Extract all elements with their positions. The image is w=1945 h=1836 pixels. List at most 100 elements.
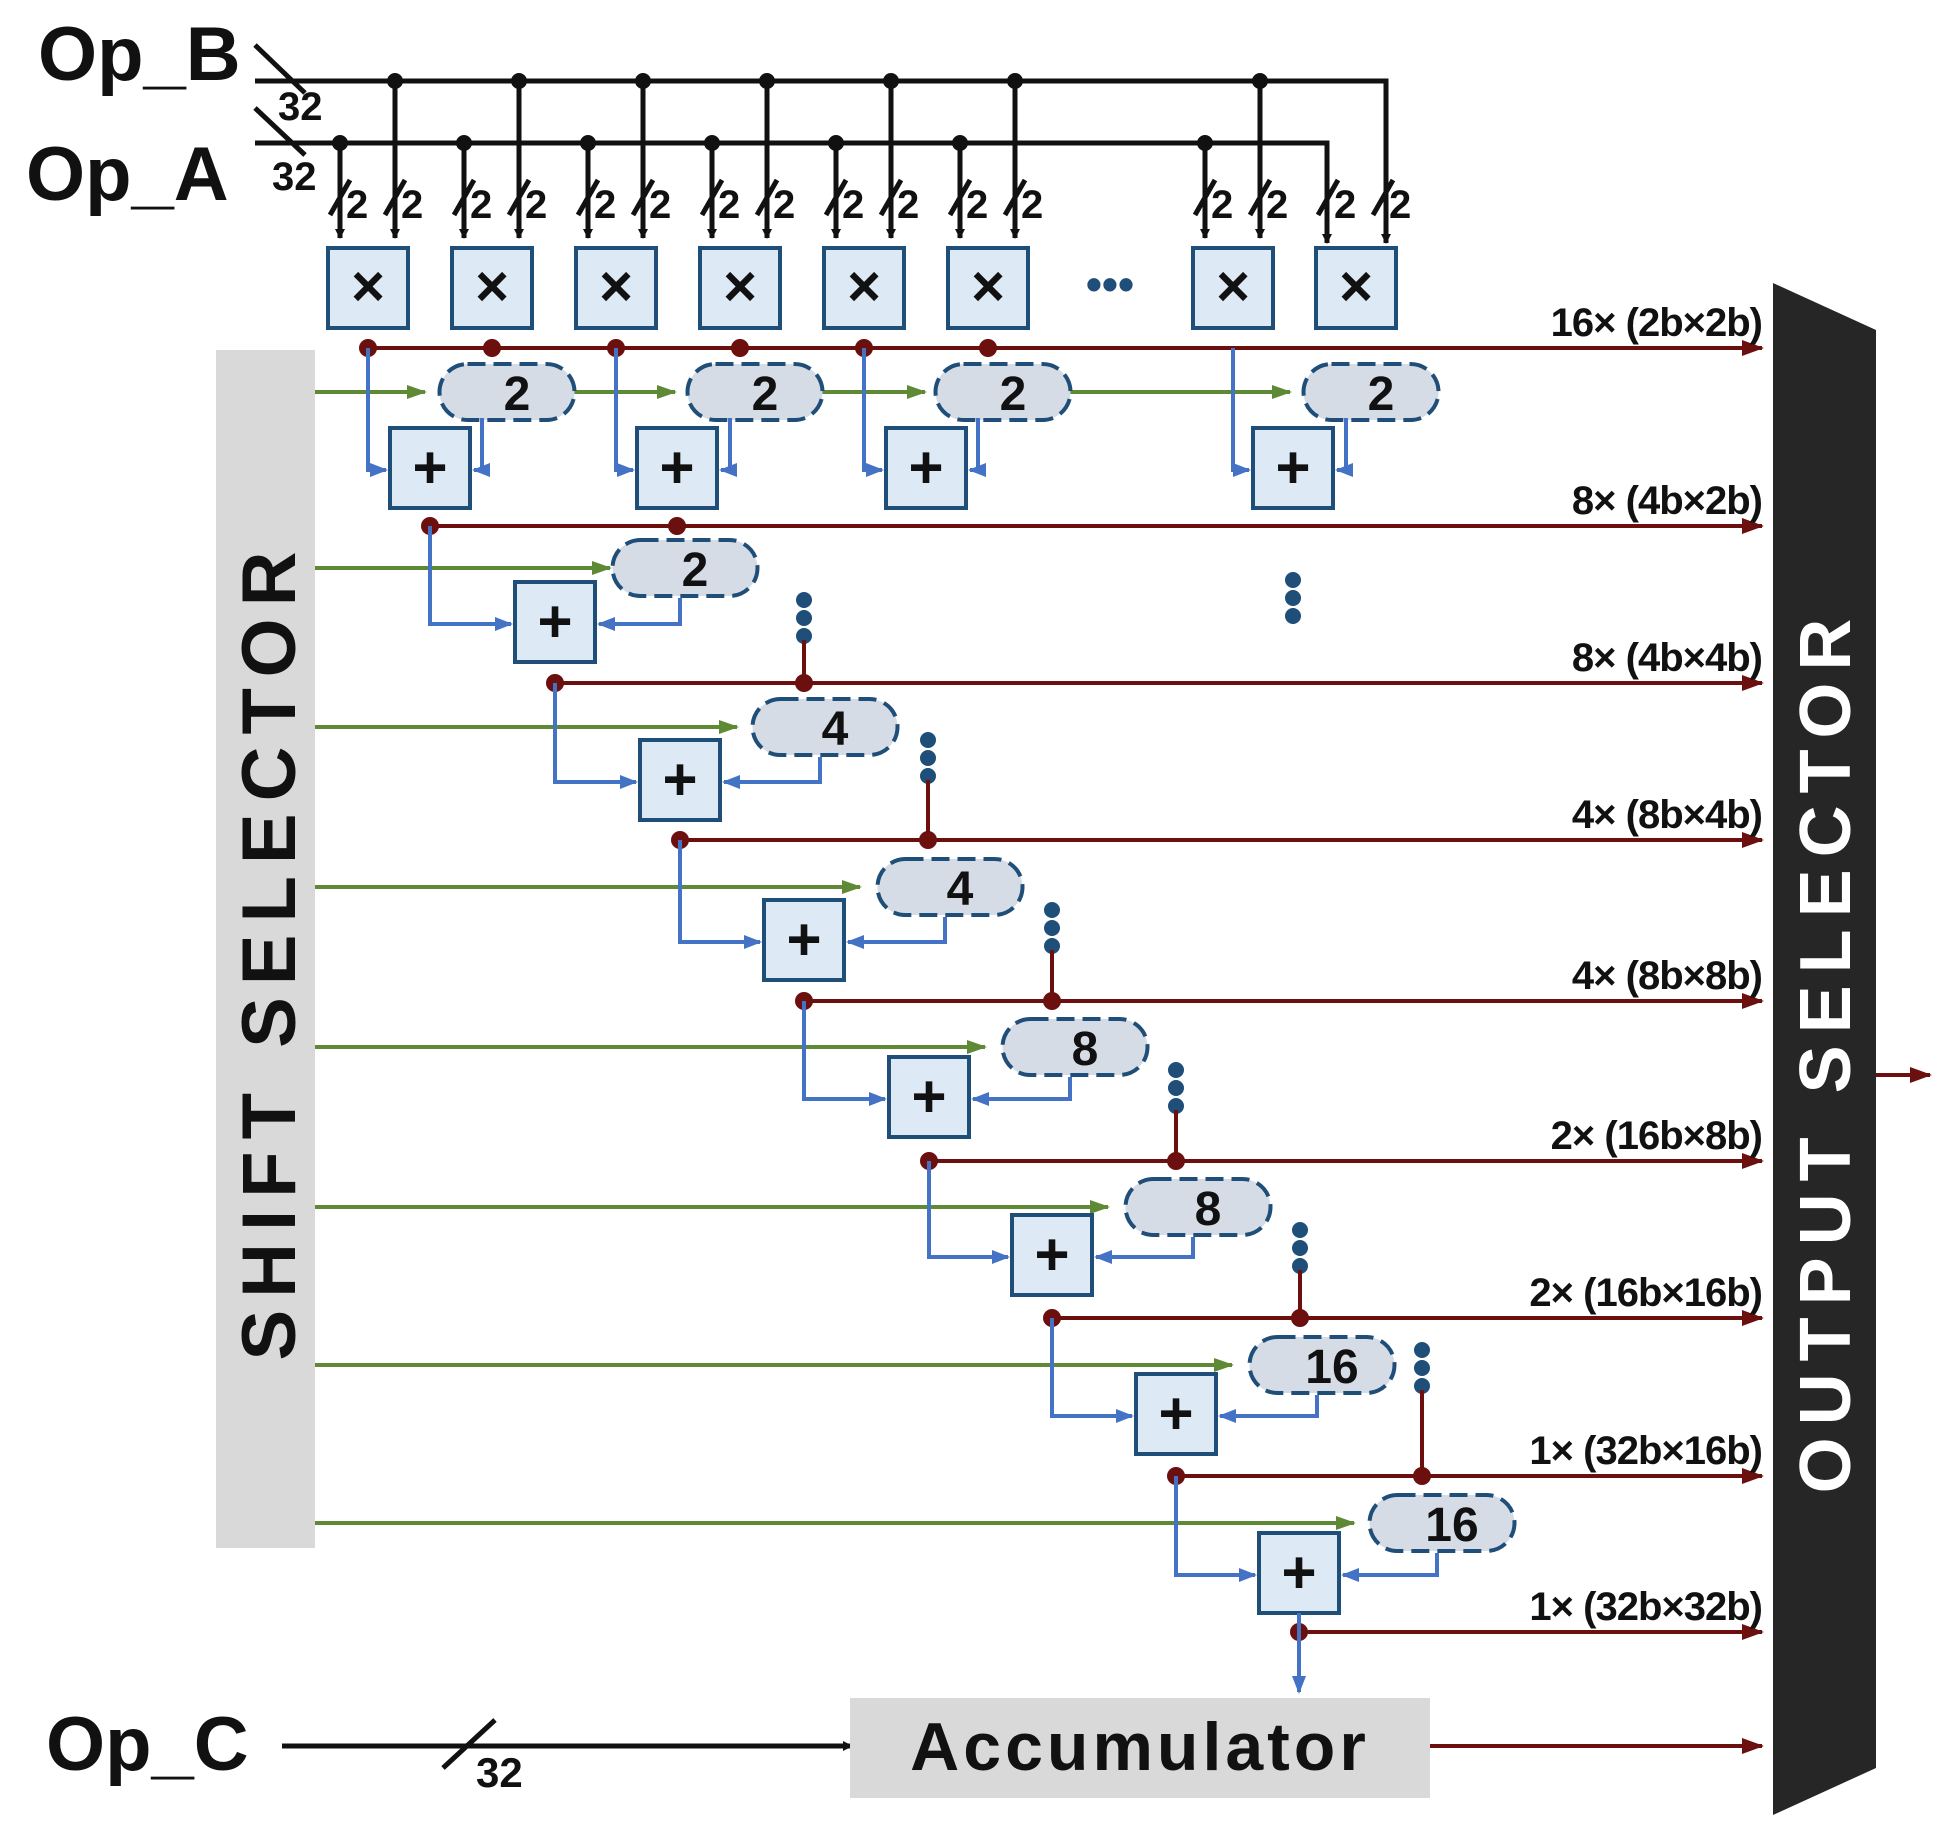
junction-dot (332, 135, 348, 151)
mode-label: 4× (8b×4b) (1572, 793, 1762, 837)
multiplier-row: ×××××××× (326, 246, 1398, 330)
adder-input (1335, 418, 1353, 477)
adder-input (862, 348, 884, 477)
adder-input (1174, 1476, 1257, 1582)
adder-input (1231, 348, 1251, 477)
continuation-dot (1285, 572, 1301, 588)
lane-width: 2 (346, 183, 368, 227)
junction-dot (456, 135, 472, 151)
continuation-dot (1292, 1222, 1308, 1238)
lane-tap-dot (1043, 992, 1061, 1010)
adder-symbol: + (537, 588, 572, 655)
shifter-pill (1301, 362, 1441, 422)
output-selector-label: OUTPUT SELECTOR (1786, 607, 1866, 1494)
lane-width: 2 (1211, 183, 1233, 227)
shifter-amount: 2 (1368, 368, 1395, 421)
shift-selector-label: SHIFT SELECTOR (227, 539, 312, 1360)
continuation-dot (1414, 1378, 1430, 1394)
multiplier-box (450, 246, 534, 330)
shifter-pill (875, 857, 1025, 917)
shifter-pill (1000, 1017, 1150, 1077)
multiplier-symbol: × (1339, 254, 1373, 319)
adder-input (553, 683, 638, 789)
lane-width: 2 (1021, 183, 1043, 227)
lane-width: 2 (470, 183, 492, 227)
lane-tap-dot (1413, 1467, 1431, 1485)
multiplier-box (822, 246, 906, 330)
shifter-amount: 4 (822, 703, 849, 756)
op-c-slash (441, 1718, 497, 1770)
op-c-width: 32 (476, 1749, 523, 1796)
continuation-dot (796, 592, 812, 608)
adder-symbol: + (1158, 1380, 1193, 1447)
junction-dot (511, 73, 527, 89)
adder-input (428, 526, 513, 631)
adder-box (1010, 1213, 1094, 1297)
shift-lines (315, 385, 1356, 1530)
operand-buses: 32 32 (253, 43, 1391, 244)
shifter-amount: 2 (504, 368, 531, 421)
continuation-dot (1168, 1062, 1184, 1078)
adder-input (1050, 1318, 1134, 1423)
lane-slash (327, 178, 353, 217)
adder-symbol: + (659, 434, 694, 501)
adder-input (472, 418, 490, 477)
multiplier-symbol: × (599, 254, 633, 319)
continuation-dot (1292, 1240, 1308, 1256)
adder-input (366, 348, 388, 477)
adder-box (638, 738, 722, 822)
shifter-pill (750, 697, 900, 757)
mode-label: 1× (32b×16b) (1529, 1429, 1762, 1473)
junction-dot (1197, 135, 1213, 151)
mode-label: 8× (4b×4b) (1572, 636, 1762, 680)
adder-symbol: + (911, 1063, 946, 1130)
lane-slash (575, 178, 601, 217)
op-b-width: 32 (278, 85, 323, 129)
lane-slash (1315, 178, 1341, 217)
adder-input (614, 348, 635, 477)
adder-input (846, 917, 947, 949)
multiplier-box (574, 246, 658, 330)
multiplier-symbol: × (1216, 254, 1250, 319)
shifter-amount: 16 (1425, 1499, 1478, 1552)
shifter-pill (685, 362, 825, 422)
shifter-pill (437, 362, 577, 422)
adder-box (762, 898, 846, 982)
multiplier-box (326, 246, 410, 330)
junction-dot (635, 73, 651, 89)
lane-slash (630, 178, 656, 217)
mode-label: 4× (8b×8b) (1572, 954, 1762, 998)
lane-width: 2 (1266, 183, 1288, 227)
multiplier-box (698, 246, 782, 330)
lane-slash (1002, 178, 1028, 217)
shifter-amount: 16 (1305, 1341, 1358, 1394)
adder-symbol: + (1034, 1221, 1069, 1288)
continuation-dot (920, 750, 936, 766)
multiplier-ellipsis: ••• (1086, 258, 1134, 310)
shifter-amount: 2 (682, 544, 709, 597)
mode-label: 8× (4b×2b) (1572, 479, 1762, 523)
adder-input (719, 418, 737, 477)
continuation-dot (1285, 590, 1301, 606)
shifter-pill (1367, 1493, 1517, 1553)
lane-width: 2 (401, 183, 423, 227)
mode-label: 2× (16b×16b) (1529, 1271, 1762, 1315)
multiplier-box (946, 246, 1030, 330)
lane-width: 2 (1334, 183, 1356, 227)
continuation-dot (920, 768, 936, 784)
output-selector-panel (1773, 283, 1876, 1815)
shifter-pill (1247, 1335, 1397, 1395)
junction-dot (1252, 73, 1268, 89)
junction-dot (1007, 73, 1023, 89)
continuation-dot (1292, 1258, 1308, 1274)
adder-box (884, 426, 968, 510)
junction-dot (387, 73, 403, 89)
lane-width: 2 (966, 183, 988, 227)
accumulator-label: Accumulator (910, 1709, 1370, 1785)
lane-slash (1247, 178, 1273, 217)
adder-input (678, 840, 762, 949)
adder-input (971, 1077, 1072, 1106)
junction-dot (828, 135, 844, 151)
continuation-dot (1044, 938, 1060, 954)
adder-input (802, 1001, 887, 1106)
